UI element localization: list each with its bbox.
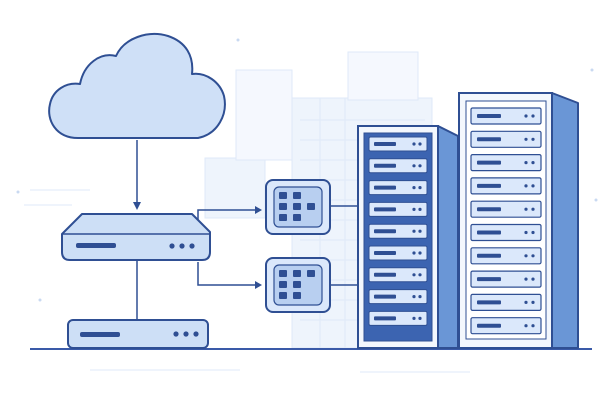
rack-unit xyxy=(470,154,542,172)
rack-unit xyxy=(368,201,428,217)
server-rack-icon-left xyxy=(357,125,459,349)
rack-unit xyxy=(368,158,428,174)
rack-unit xyxy=(470,107,542,125)
rack-unit xyxy=(470,130,542,148)
rack-unit xyxy=(368,223,428,239)
decorative-dots xyxy=(16,38,598,302)
network-node-icon-top xyxy=(265,179,331,235)
rack-unit xyxy=(470,200,542,218)
switch-icon xyxy=(67,319,209,349)
rack-unit xyxy=(368,310,428,326)
rack-unit xyxy=(470,317,542,335)
server-rack-icon-right xyxy=(458,92,579,349)
rack-unit xyxy=(368,245,428,261)
rack-unit xyxy=(470,223,542,242)
rack-unit xyxy=(470,293,542,311)
rack-unit xyxy=(470,177,542,195)
rack-unit xyxy=(368,180,428,196)
rack-unit xyxy=(470,270,542,288)
rack-unit xyxy=(368,267,428,283)
rack-left-units xyxy=(368,136,428,326)
background-panel-top xyxy=(235,69,293,161)
router-icon xyxy=(61,213,211,261)
rack-unit xyxy=(470,247,542,265)
rack-unit xyxy=(368,289,428,305)
network-node-icon-bottom xyxy=(265,257,331,313)
background-panel-top-right xyxy=(347,51,419,101)
rack-right-units xyxy=(470,107,542,335)
cloud-icon xyxy=(48,33,226,139)
rack-unit xyxy=(368,136,428,152)
